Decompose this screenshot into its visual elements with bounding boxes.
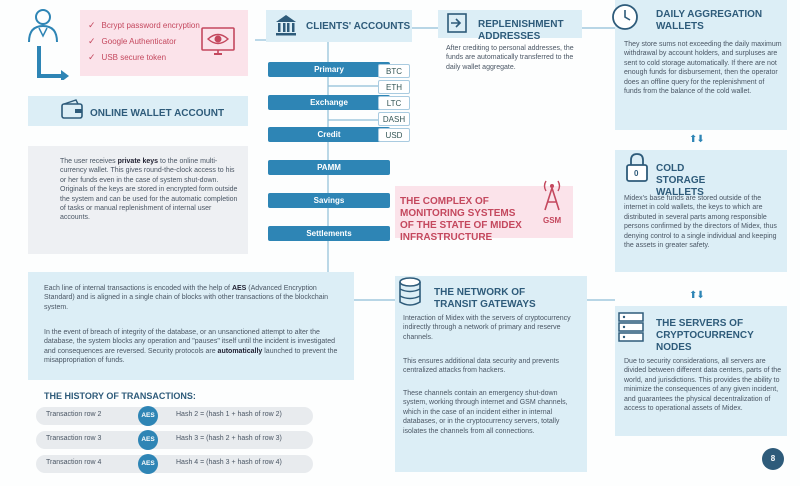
account-pill-primary: Primary (268, 62, 390, 77)
transit-paragraph-3: These channels contain an emergency shut… (403, 390, 568, 435)
monitoring-title: THE COMPLEX OF MONITORING SYSTEMS OF THE… (400, 196, 522, 243)
currency-btc: BTC (378, 64, 410, 78)
clients-accounts-title: CLIENTS' ACCOUNTS (306, 21, 411, 32)
hash-formula: Hash 4 = (hash 3 + hash of row 4) (176, 459, 282, 466)
check-icon: ✓ (88, 20, 96, 30)
transaction-label: Transaction row 4 (46, 459, 102, 466)
aes-badge: AES (138, 406, 158, 426)
account-pill-savings: Savings (268, 193, 390, 208)
account-pill-exchange: Exchange (268, 95, 390, 110)
login-arrow-icon (446, 12, 468, 39)
lock-icon (624, 151, 650, 188)
cold-storage-title: COLD STORAGE WALLETS (656, 163, 706, 198)
replenishment-text: After crediting to personal addresses, t… (446, 45, 574, 71)
hash-formula: Hash 3 = (hash 2 + hash of row 3) (176, 435, 282, 442)
servers-text: Due to security considerations, all serv… (624, 358, 782, 413)
hash-formula: Hash 2 = (hash 1 + hash of row 2) (176, 411, 282, 418)
account-pill-credit: Credit (268, 127, 390, 142)
security-item: ✓Google Authenticator (88, 36, 177, 46)
user-icon (25, 6, 73, 85)
double-arrow-icon: ⬆⬇ (689, 290, 705, 301)
gsm-tower-icon (537, 178, 567, 217)
transit-gateways-box (395, 276, 587, 472)
aes-badge: AES (138, 430, 158, 450)
transaction-label: Transaction row 3 (46, 435, 102, 442)
online-wallet-text: The user receives private keys to the on… (60, 158, 238, 222)
daily-aggregation-title: DAILY AGGREGATION WALLETS (656, 9, 763, 32)
monitor-eye-icon (200, 24, 236, 65)
gsm-label: GSM (543, 216, 562, 225)
transit-paragraph-2: This ensures additional data security an… (403, 358, 560, 375)
database-icon (396, 276, 424, 313)
account-pill-settlements: Settlements (268, 226, 390, 241)
account-pill-pamm: PAMM (268, 160, 390, 175)
transit-paragraph-1: Interaction of Midex with the servers of… (403, 315, 571, 341)
currency-usd: USD (378, 128, 410, 142)
daily-aggregation-text: They store sums not exceeding the daily … (624, 41, 782, 96)
clients-accounts-box: CLIENTS' ACCOUNTS (266, 10, 412, 42)
server-rack-icon (616, 310, 646, 349)
transit-gateways-title: THE NETWORK OF TRANSIT GATEWAYS (434, 287, 536, 310)
transaction-label: Transaction row 2 (46, 411, 102, 418)
security-item: ✓USB secure token (88, 52, 167, 62)
history-title: THE HISTORY OF TRANSACTIONS: (44, 391, 196, 401)
transactions-paragraph-1: Each line of internal transactions is en… (44, 285, 329, 311)
security-item: ✓Bcrypt password encryption (88, 20, 200, 30)
security-box (80, 10, 248, 76)
daily-aggregation-box (615, 0, 787, 130)
servers-title: THE SERVERS OF CRYPTOCURRENCY NODES (656, 318, 754, 353)
bank-icon (274, 13, 298, 42)
monitoring-box (395, 186, 573, 238)
transactions-box (28, 272, 354, 380)
cold-storage-text: Midex's base funds are stored outside of… (624, 195, 777, 250)
check-icon: ✓ (88, 36, 96, 46)
replenishment-title: REPLENISHMENT ADDRESSES (478, 19, 564, 42)
online-wallet-title: ONLINE WALLET ACCOUNT (90, 108, 225, 119)
table-row: Transaction row 2 Hash 2 = (hash 1 + has… (36, 407, 313, 425)
wallet-icon (60, 99, 84, 126)
currency-dash: DASH (378, 112, 410, 126)
double-arrow-icon: ⬆⬇ (689, 134, 705, 145)
aes-badge: AES (138, 454, 158, 474)
currency-ltc: LTC (378, 96, 410, 110)
page-number: 8 (762, 448, 784, 470)
check-icon: ✓ (88, 52, 96, 62)
online-wallet-box (28, 146, 248, 254)
lock-label: 0 (634, 169, 639, 178)
table-row: Transaction row 3 Hash 3 = (hash 2 + has… (36, 431, 313, 449)
clock-icon (610, 2, 640, 37)
transactions-paragraph-2: In the event of breach of integrity of t… (44, 329, 338, 365)
table-row: Transaction row 4 Hash 4 = (hash 3 + has… (36, 455, 313, 473)
online-wallet-header (28, 96, 248, 126)
currency-eth: ETH (378, 80, 410, 94)
